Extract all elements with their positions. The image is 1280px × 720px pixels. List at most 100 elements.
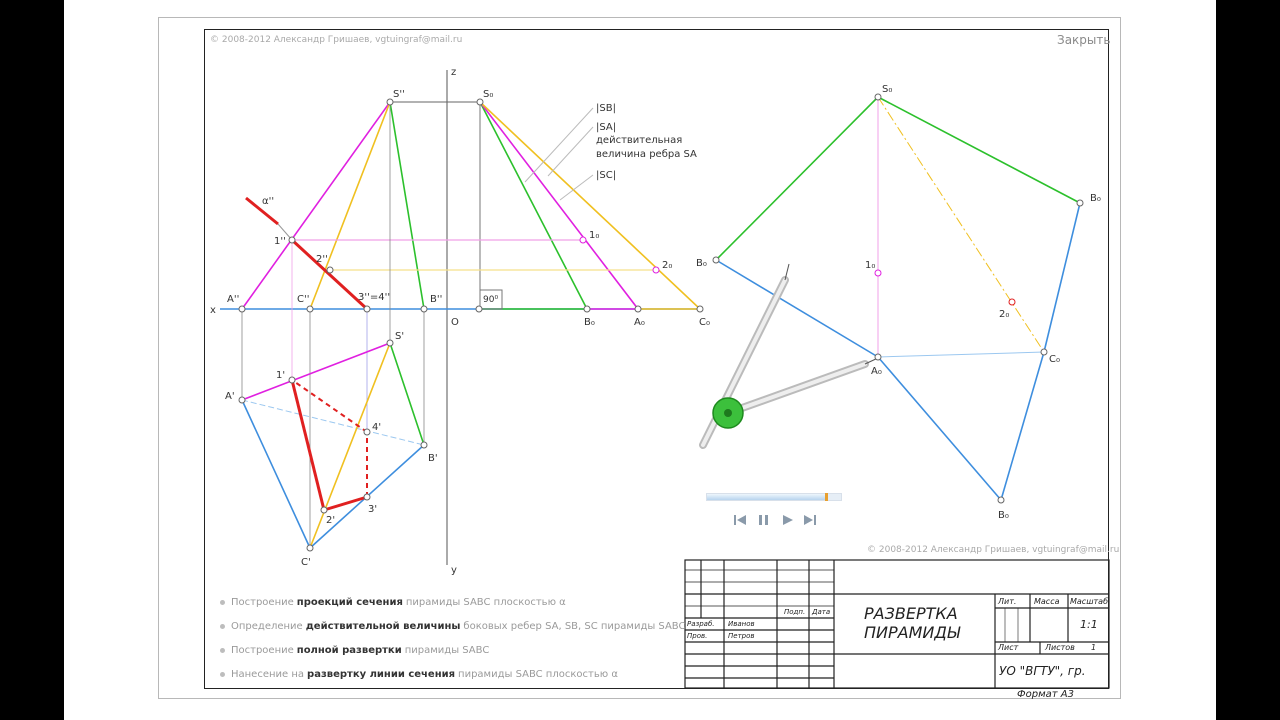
tb-razrab-name: Иванов — [728, 620, 755, 628]
base-ac-top — [241, 399, 311, 549]
progress-fill — [707, 494, 825, 500]
dev-base-cb — [1000, 351, 1045, 501]
section-12-top — [290, 379, 326, 511]
skip-back-icon[interactable] — [734, 515, 746, 525]
drawing-frame — [204, 29, 1109, 689]
tb-data: Дата — [812, 608, 831, 616]
label-s1: S' — [395, 331, 404, 342]
note-sa: |SA| — [596, 122, 616, 133]
tb-listov: Листов — [1045, 643, 1075, 652]
edge-sc-top — [309, 342, 391, 549]
title-line-2: ПИРАМИДЫ — [864, 623, 960, 642]
label-2-0: 2₀ — [662, 260, 672, 271]
tb-scale: 1:1 — [1080, 618, 1098, 631]
edge-sa-true — [479, 101, 639, 310]
pause-icon[interactable] — [759, 515, 768, 525]
title-block-title: РАЗВЕРТКА ПИРАМИДЫ — [864, 604, 960, 642]
label-b1: B' — [428, 453, 438, 464]
dev-sb-left — [715, 96, 879, 261]
copyright-bottom: © 2008-2012 Александр Гришаев, vgtuingra… — [867, 545, 1120, 555]
plane-alpha-thin — [277, 223, 293, 241]
tb-org: УО "ВГТУ", гр. — [999, 664, 1086, 678]
video-frame: © 2008-2012 Александр Гришаев, vgtuingra… — [64, 0, 1216, 720]
note-sa-line2: величина ребра SA — [596, 149, 697, 160]
label-2-2: 2'' — [316, 254, 328, 265]
label-4-1: 4' — [372, 422, 381, 433]
label-a2: A'' — [227, 294, 239, 305]
tb-razrab: Разраб. — [687, 620, 715, 628]
copyright-top: © 2008-2012 Александр Гришаев, vgtuingra… — [210, 35, 463, 45]
label-b2: B'' — [430, 294, 442, 305]
plane-alpha-b — [290, 238, 369, 311]
dev-label-1-0: 1₀ — [865, 260, 875, 271]
section-23-top — [323, 495, 368, 512]
dev-base-ac — [877, 351, 1045, 358]
dev-label-b0-right: B₀ — [1090, 193, 1101, 204]
edge-sb-front — [389, 101, 425, 310]
note-sa-line1: действительная — [596, 135, 682, 146]
label-c1: C' — [301, 557, 311, 568]
tb-massa: Масса — [1034, 597, 1060, 606]
leader-sc — [559, 174, 594, 201]
dev-base-bc — [1043, 202, 1081, 353]
tb-podp: Подп. — [784, 608, 806, 616]
dev-label-s0: S₀ — [882, 84, 892, 95]
plane-alpha-a — [245, 196, 279, 226]
label-3-1: 3' — [368, 504, 377, 515]
skip-forward-icon[interactable] — [804, 515, 816, 525]
drawing-sheet — [158, 17, 1121, 699]
close-button[interactable]: Закрыть — [1057, 33, 1111, 47]
label-1-2: 1'' — [274, 236, 286, 247]
dev-base-ba — [715, 259, 879, 358]
dev-sb-right — [877, 96, 1081, 204]
dev-label-a0: A₀ — [871, 366, 882, 377]
label-z: z — [451, 67, 456, 78]
label-c2: C'' — [297, 294, 309, 305]
right-angle-mark — [479, 289, 503, 310]
leader-sa — [547, 126, 594, 177]
compass-tool — [699, 263, 879, 449]
dev-sc — [877, 96, 1045, 353]
tb-masshtab: Масштаб — [1070, 597, 1109, 606]
label-a1: A' — [225, 391, 235, 402]
edge-sb-top — [389, 342, 425, 446]
animation-player — [706, 493, 844, 533]
edge-sa-top — [241, 342, 391, 401]
geometry-drawing: z x y O S'' S₀ α'' 1'' 2'' 3''=4'' A'' C… — [210, 67, 1110, 689]
progress-handle[interactable] — [824, 493, 828, 501]
note-sb: |SB| — [596, 103, 616, 114]
tb-prov: Пров. — [687, 632, 708, 640]
label-x: x — [210, 305, 216, 316]
dev-label-2-0: 2₀ — [999, 309, 1009, 320]
title-block-grid — [684, 559, 1110, 689]
bullet-icon — [220, 647, 225, 653]
dev-label-c0: C₀ — [1049, 354, 1060, 365]
bullet-icon — [220, 599, 225, 605]
tb-format: Формат А3 — [1017, 689, 1074, 700]
player-buttons — [734, 515, 816, 525]
label-s2: S'' — [393, 89, 405, 100]
dev-base-ab — [877, 356, 1002, 501]
edge-sc-front — [309, 101, 391, 310]
edge-sa-front — [241, 101, 391, 310]
title-line-1: РАЗВЕРТКА — [864, 604, 958, 623]
label-c0-axis: C₀ — [699, 317, 710, 328]
label-1-1: 1' — [276, 370, 285, 381]
label-alpha2: α'' — [262, 196, 274, 207]
section-41-top — [291, 379, 368, 433]
bullet-icon — [220, 671, 225, 677]
label-y: y — [451, 565, 457, 576]
dev-label-b0-bottom: B₀ — [998, 510, 1009, 521]
label-2-1: 2' — [326, 515, 335, 526]
play-icon[interactable] — [783, 515, 793, 525]
label-o: O — [451, 317, 459, 328]
note-sc: |SC| — [596, 170, 616, 181]
progress-track[interactable] — [706, 493, 842, 501]
label-s0-top: S₀ — [483, 89, 493, 100]
label-34-2: 3''=4'' — [358, 292, 390, 303]
